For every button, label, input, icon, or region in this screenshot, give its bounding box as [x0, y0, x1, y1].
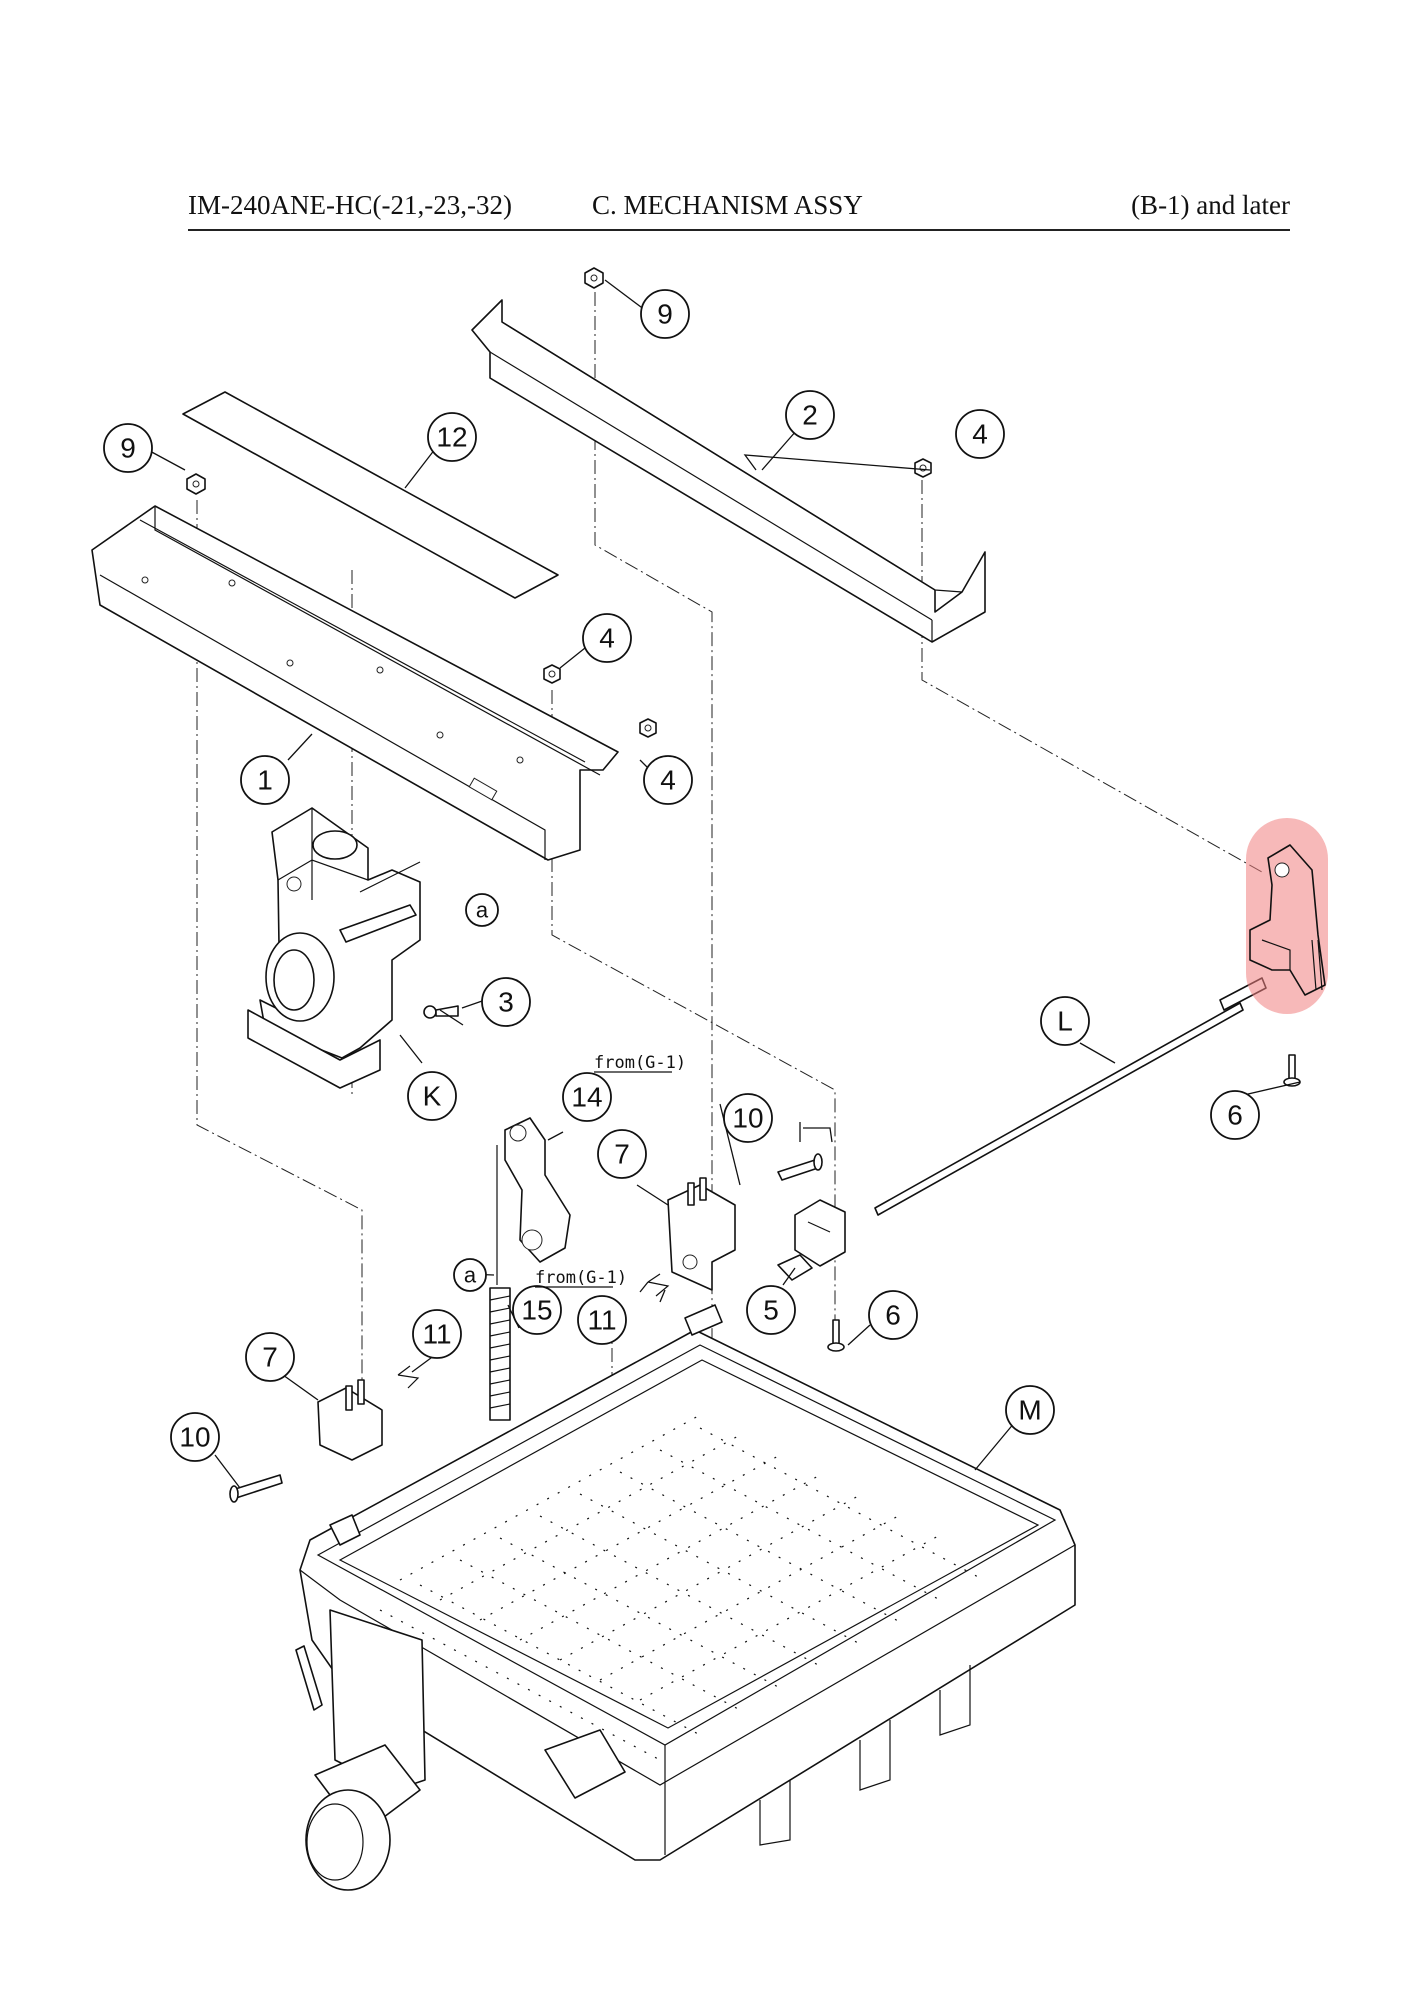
svg-text:4: 4	[599, 623, 615, 654]
hinge-bracket-upper	[667, 1177, 736, 1291]
svg-text:K: K	[423, 1081, 442, 1112]
note-from-g1-lower: from(G-1)	[535, 1268, 627, 1288]
actuator-lever-highlight	[1246, 818, 1328, 1014]
hinge-bracket-lower	[317, 1379, 383, 1461]
callout-4-lower: 4	[643, 755, 693, 805]
callout-a-lower: a	[453, 1258, 487, 1292]
callout-12: 12	[427, 412, 477, 462]
svg-text:14: 14	[571, 1082, 602, 1113]
svg-text:11: 11	[587, 1305, 616, 1336]
svg-text:12: 12	[436, 422, 467, 453]
callout-L: L	[1040, 996, 1090, 1046]
lever-arm	[504, 1117, 571, 1263]
callout-2: 2	[785, 390, 835, 440]
callout-10-upper: 10	[723, 1093, 773, 1143]
svg-text:10: 10	[732, 1103, 763, 1134]
nuts	[186, 267, 932, 738]
callout-K: K	[407, 1071, 457, 1121]
callout-M: M	[1005, 1385, 1055, 1435]
hinge-pins	[229, 1153, 823, 1503]
screws-6	[827, 1054, 1301, 1352]
callout-10-lower: 10	[170, 1412, 220, 1462]
svg-text:5: 5	[763, 1295, 779, 1326]
header-rule	[188, 229, 1290, 231]
screw-3	[423, 1005, 459, 1019]
svg-text:L: L	[1057, 1006, 1073, 1037]
section-title: C. MECHANISM ASSY	[592, 190, 863, 220]
svg-text:11: 11	[422, 1319, 451, 1350]
channel-bracket-lower	[91, 505, 619, 861]
callout-11-upper: 11	[577, 1295, 627, 1345]
callout-4-middle: 4	[582, 613, 632, 663]
callout-a-upper: a	[465, 893, 499, 927]
svg-text:4: 4	[972, 419, 988, 450]
callout-1: 1	[240, 755, 290, 805]
svg-text:a: a	[464, 1263, 477, 1288]
svg-text:4: 4	[660, 765, 676, 796]
note-from-g1-upper: from(G-1)	[594, 1053, 686, 1073]
ice-tray	[299, 1329, 1076, 1861]
callout-3: 3	[481, 977, 531, 1027]
callout-15: 15	[512, 1285, 562, 1335]
svg-text:1: 1	[257, 765, 273, 796]
callout-5: 5	[746, 1285, 796, 1335]
cover-plate	[182, 391, 559, 599]
callout-11-lower: 11	[412, 1309, 462, 1359]
svg-text:9: 9	[120, 433, 136, 464]
svg-text:7: 7	[614, 1139, 630, 1170]
svg-text:2: 2	[802, 400, 818, 431]
svg-text:10: 10	[179, 1422, 210, 1453]
callout-9-top: 9	[640, 289, 690, 339]
tension-spring	[489, 1145, 511, 1421]
svg-text:7: 7	[262, 1342, 278, 1373]
svg-text:a: a	[476, 898, 489, 923]
svg-text:3: 3	[498, 987, 514, 1018]
bearing-bracket	[777, 1199, 846, 1281]
callout-6-right: 6	[1210, 1090, 1260, 1140]
svg-text:9: 9	[657, 299, 673, 330]
svg-text:6: 6	[885, 1300, 901, 1331]
serial-range: (B-1) and later	[1131, 190, 1290, 220]
callout-7-lower: 7	[245, 1332, 295, 1382]
callout-7-upper: 7	[597, 1129, 647, 1179]
retaining-clips	[397, 1273, 670, 1389]
svg-text:M: M	[1018, 1395, 1041, 1426]
callout-14: 14	[562, 1072, 612, 1122]
model-number: IM-240ANE-HC(-21,-23,-32)	[188, 190, 512, 220]
callout-4-right: 4	[955, 409, 1005, 459]
drive-motor	[295, 1304, 723, 1891]
channel-bracket-upper	[471, 299, 986, 643]
callout-6-lower: 6	[868, 1290, 918, 1340]
svg-text:6: 6	[1227, 1100, 1243, 1131]
svg-text:15: 15	[521, 1295, 552, 1326]
callout-9-left: 9	[103, 423, 153, 473]
gear-motor-assembly	[247, 807, 421, 1089]
